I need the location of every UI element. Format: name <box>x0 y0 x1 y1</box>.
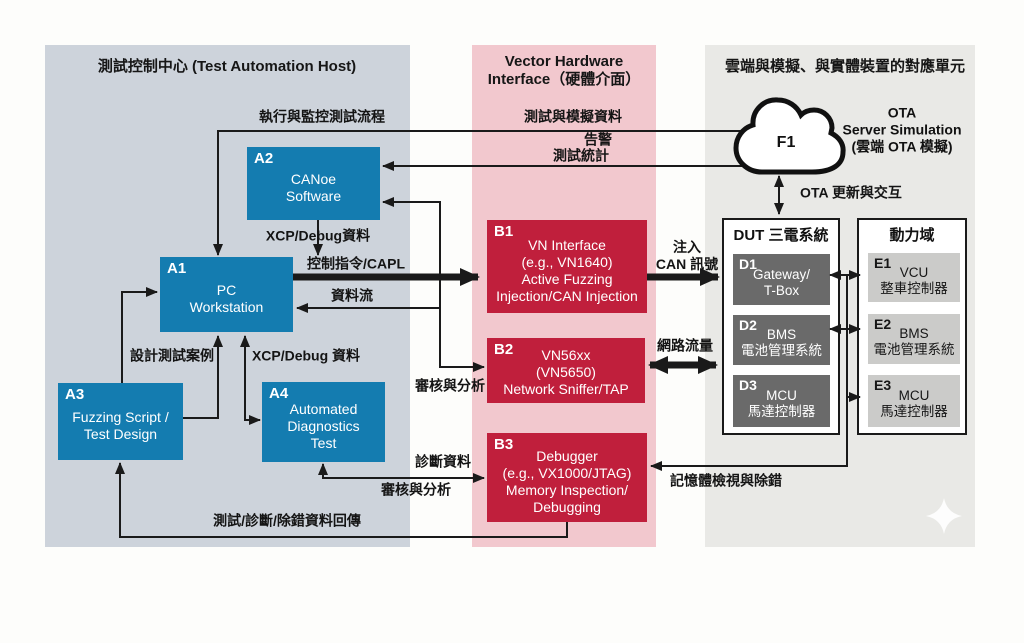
block-e3-line1: MCU <box>898 388 930 403</box>
label-ctrl-capl: 控制指令/CAPL <box>307 255 405 272</box>
right-panel-title: 雲端與模擬、與實體裝置的對應單元 <box>724 58 966 75</box>
block-b2-vn56xx-sniffer: B2 VN56xx (VN5650) Network Sniffer/TAP <box>487 338 645 403</box>
block-d3-mcu: D3 MCU 馬達控制器 <box>733 375 830 427</box>
label-return-line: 測試/診斷/除錯資料回傳 <box>213 512 361 529</box>
block-e2-line1: BMS <box>899 326 929 341</box>
block-b3-line4: Debugging <box>533 498 601 515</box>
block-e1-id: E1 <box>874 255 892 271</box>
box-power-domain: 動力域 E1 VCU 整車控制器 E2 BMS 電池管理系統 E3 MCU 馬達… <box>857 218 967 435</box>
block-e1-vcu: E1 VCU 整車控制器 <box>868 253 960 302</box>
block-b3-line3: Memory Inspection/ <box>505 481 629 498</box>
ota-caption-line1: OTA <box>887 104 917 121</box>
box-power-title: 動力域 <box>889 227 935 244</box>
block-b1-vn-interface: B1 VN Interface (e.g., VN1640) Active Fu… <box>487 220 647 313</box>
label-design-cases: 設計測試案例 <box>130 347 214 364</box>
label-xcp-debug-a4: XCP/Debug 資料 <box>251 347 361 364</box>
box-dut-system: DUT 三電系統 D1 Gateway/ T-Box D2 BMS 電池管理系統… <box>722 218 840 435</box>
label-test-sim-data: 測試與模擬資料 <box>524 108 622 125</box>
block-a1-line2: Workstation <box>189 298 264 315</box>
label-can-inject-line2: CAN 訊號 <box>655 256 719 272</box>
block-e2-line2: 電池管理系統 <box>873 342 955 357</box>
label-xcp-debug-a2: XCP/Debug資料 <box>265 227 371 244</box>
block-b2-id: B2 <box>494 341 514 358</box>
block-a4-line1: Automated <box>289 400 358 417</box>
block-b2-line2: (VN5650) <box>536 364 596 380</box>
box-dut-title: DUT 三電系統 <box>733 227 829 244</box>
block-a2-line1: CANoe <box>290 170 337 187</box>
block-b1-line4: Injection/CAN Injection <box>496 287 638 304</box>
block-a4-id: A4 <box>269 385 289 402</box>
block-a4-line3: Test <box>310 434 337 451</box>
block-b1-line2: (e.g., VN1640) <box>521 253 613 270</box>
block-b2-line3: Network Sniffer/TAP <box>503 381 629 397</box>
middle-panel-title-line2: Interface（硬體介面） <box>487 71 641 88</box>
block-e1-line2: 整車控制器 <box>880 280 948 296</box>
label-diag-data: 診斷資料 <box>415 453 471 470</box>
block-d1-line2: T-Box <box>763 282 800 298</box>
block-d2-bms: D2 BMS 電池管理系統 <box>733 315 830 365</box>
ota-caption-line2: Server Simulation <box>842 121 962 138</box>
cloud-f1-id: F1 <box>776 134 796 151</box>
label-alert: 告警 <box>584 131 612 148</box>
block-a3-id: A3 <box>65 386 85 403</box>
block-a1-pc-workstation: A1 PC Workstation <box>160 257 293 332</box>
block-e3-mcu: E3 MCU 馬達控制器 <box>868 375 960 427</box>
label-ota-update: OTA 更新與交互 <box>800 184 902 201</box>
block-e2-bms: E2 BMS 電池管理系統 <box>868 314 960 364</box>
block-b3-line1: Debugger <box>536 447 598 464</box>
block-a3-line1: Fuzzing Script / <box>72 408 169 425</box>
block-b3-id: B3 <box>494 436 514 453</box>
block-b1-id: B1 <box>494 223 514 240</box>
label-can-inject-line1: 注入 <box>672 239 701 255</box>
block-d2-id: D2 <box>739 317 757 333</box>
label-exec-monitor: 執行與監控測試流程 <box>259 108 385 125</box>
label-review-b2: 審核與分析 <box>415 377 485 394</box>
label-data-flow: 資料流 <box>331 287 373 304</box>
label-net-traffic: 網路流量 <box>657 337 713 354</box>
block-a2-id: A2 <box>254 150 274 167</box>
block-d3-line2: 馬達控制器 <box>747 404 816 419</box>
label-can-inject: 注入 CAN 訊號 <box>656 239 718 273</box>
ota-caption-line3: (雲端 OTA 模擬) <box>851 138 953 155</box>
block-e3-id: E3 <box>874 377 892 393</box>
label-mem-inspect: 記憶體檢視與除錯 <box>670 472 782 489</box>
middle-panel-title: Vector Hardware Interface（硬體介面） <box>488 53 641 89</box>
block-d1-id: D1 <box>739 256 757 272</box>
block-a1-line1: PC <box>216 281 237 298</box>
block-a2-canoe-software: A2 CANoe Software <box>247 147 380 220</box>
block-e2-id: E2 <box>874 316 892 332</box>
middle-panel-title-line1: Vector Hardware <box>504 53 624 70</box>
block-a4-line2: Diagnostics <box>287 417 360 434</box>
label-review-b3: 審核與分析 <box>381 481 451 498</box>
left-panel-title: 測試控制中心 (Test Automation Host) <box>97 58 357 75</box>
block-b2-line1: VN56xx <box>541 347 591 363</box>
block-a4-automated-diagnostics: A4 Automated Diagnostics Test <box>262 382 385 462</box>
block-e1-line1: VCU <box>899 264 929 280</box>
block-d3-line1: MCU <box>766 388 797 403</box>
block-d2-line1: BMS <box>766 327 797 342</box>
label-test-stats: 測試統計 <box>553 147 609 164</box>
block-d1-gateway-tbox: D1 Gateway/ T-Box <box>733 254 830 305</box>
block-b1-line3: Active Fuzzing <box>521 270 613 287</box>
block-d1-line1: Gateway/ <box>752 266 811 282</box>
block-b3-debugger: B3 Debugger (e.g., VX1000/JTAG) Memory I… <box>487 433 647 522</box>
block-a3-fuzzing-script: A3 Fuzzing Script / Test Design <box>58 383 183 460</box>
block-d3-id: D3 <box>739 377 757 393</box>
block-a3-line2: Test Design <box>83 425 158 442</box>
block-b1-line1: VN Interface <box>528 236 606 253</box>
block-a2-line2: Software <box>285 187 342 204</box>
block-a1-id: A1 <box>167 260 187 277</box>
ota-server-caption: OTA Server Simulation (雲端 OTA 模擬) <box>842 105 961 156</box>
block-b3-line2: (e.g., VX1000/JTAG) <box>502 464 632 481</box>
block-e3-line2: 馬達控制器 <box>880 404 948 419</box>
block-d2-line2: 電池管理系統 <box>741 343 822 358</box>
